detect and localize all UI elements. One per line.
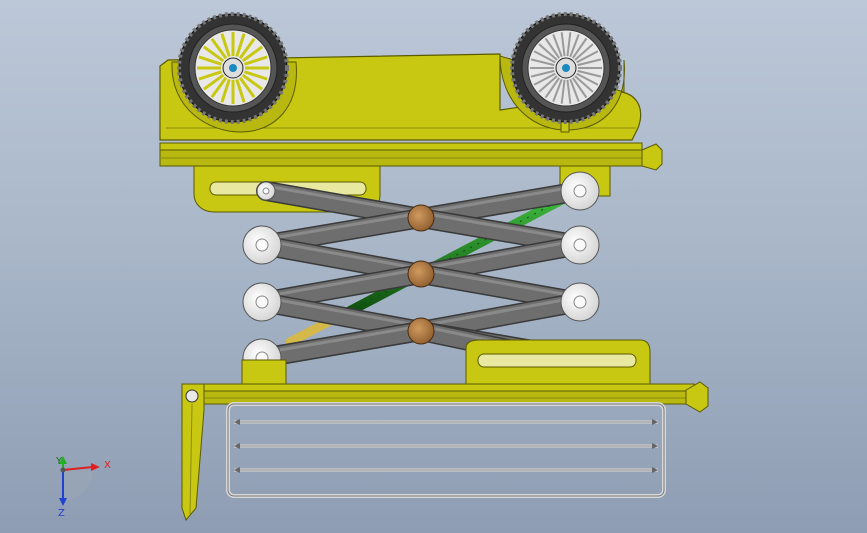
scissor-arm-highlight: [420, 295, 581, 328]
wheel-spoke: [220, 33, 231, 58]
x-axis-label: X: [104, 460, 111, 471]
wheel-spoke: [235, 33, 246, 58]
wheel-spoke: [560, 79, 566, 104]
wheel-spoke: [238, 37, 256, 60]
rail-end-right-icon: [652, 467, 658, 473]
wheel-spoke: [574, 43, 594, 61]
wheel-spoke: [530, 58, 555, 67]
axis-triad: X Y Z: [55, 456, 111, 519]
wheel-spoke: [538, 43, 558, 61]
y-axis-label: Y: [55, 456, 63, 467]
front-wheel[interactable]: [177, 12, 289, 124]
wheel-spoke: [571, 77, 588, 99]
scissor-arm: [253, 322, 430, 367]
pivot-pin: [407, 204, 435, 232]
y-arrow-head-icon: [59, 456, 67, 464]
wheel-spoke: [544, 77, 561, 99]
wheel-spoke: [569, 78, 580, 103]
z-axis-label: Z: [58, 508, 65, 519]
scissor-arm-highlight: [261, 324, 422, 355]
wheel-spoke: [533, 50, 556, 64]
wheel-spoke: [577, 69, 602, 78]
wheel-spoke: [560, 32, 566, 57]
wheel-spoke: [566, 79, 572, 104]
wheel-spoke: [530, 69, 555, 78]
rail-end-left-icon: [234, 443, 240, 449]
scissor-arm-highlight: [261, 211, 422, 242]
wheel-spoke: [577, 58, 602, 67]
roller-hub: [255, 295, 269, 309]
scissor-arm-highlight: [261, 238, 422, 271]
scissor-arm-highlight: [261, 267, 422, 299]
x-axis-arrow: [62, 466, 94, 471]
wheel-spoke: [198, 55, 223, 66]
wheel-spoke: [576, 50, 599, 64]
rail-end-right-icon: [652, 443, 658, 449]
wheel-spoke: [202, 45, 225, 63]
wheel-spoke: [210, 37, 228, 60]
wheel-spoke: [574, 75, 594, 93]
scissor-arm-highlight: [420, 184, 581, 215]
pivot-pin: [407, 260, 435, 288]
roller-hub: [573, 295, 587, 309]
wheel-spoke: [210, 76, 228, 99]
support-leg[interactable]: [181, 383, 205, 522]
wheel-spoke: [198, 70, 223, 81]
wheel-spoke: [544, 37, 561, 59]
foot-guard[interactable]: [226, 402, 666, 498]
wheel-spoke: [569, 33, 580, 58]
wheel-spoke: [566, 32, 572, 57]
wheel-spoke: [533, 72, 556, 86]
wheel-spoke: [571, 37, 588, 59]
wheel-spoke: [243, 55, 268, 66]
roller-hub: [573, 184, 587, 198]
pivot-pin: [407, 317, 435, 345]
wheel-spoke: [238, 76, 256, 99]
roller-hub: [255, 238, 269, 252]
wheel-spoke: [538, 75, 558, 93]
wheel-spoke: [235, 78, 246, 103]
rail-end-left-icon: [234, 419, 240, 425]
wheel-spoke: [220, 78, 231, 103]
wheel-spoke: [243, 70, 268, 81]
base-frame[interactable]: [183, 339, 709, 413]
wheel-spoke: [241, 73, 264, 91]
roller-hub: [262, 187, 270, 195]
scissor-arm-highlight: [261, 295, 422, 328]
scissor-arm-highlight: [420, 238, 581, 271]
roller-hub: [573, 238, 587, 252]
scissor-arm-highlight: [420, 211, 581, 242]
rear-wheel[interactable]: [510, 12, 622, 124]
scissor-arm-highlight: [265, 184, 422, 215]
rail-end-left-icon: [234, 467, 240, 473]
wheel-spoke: [552, 33, 563, 58]
wheel-spoke: [552, 78, 563, 103]
wheel-spoke: [202, 73, 225, 91]
wheel-spoke: [576, 72, 599, 86]
wheel-spoke: [241, 45, 264, 63]
x-arrow-head-icon: [91, 463, 100, 471]
rail-end-right-icon: [652, 419, 658, 425]
z-arrow-head-icon: [59, 498, 67, 506]
scissor-arm-highlight: [420, 267, 581, 299]
